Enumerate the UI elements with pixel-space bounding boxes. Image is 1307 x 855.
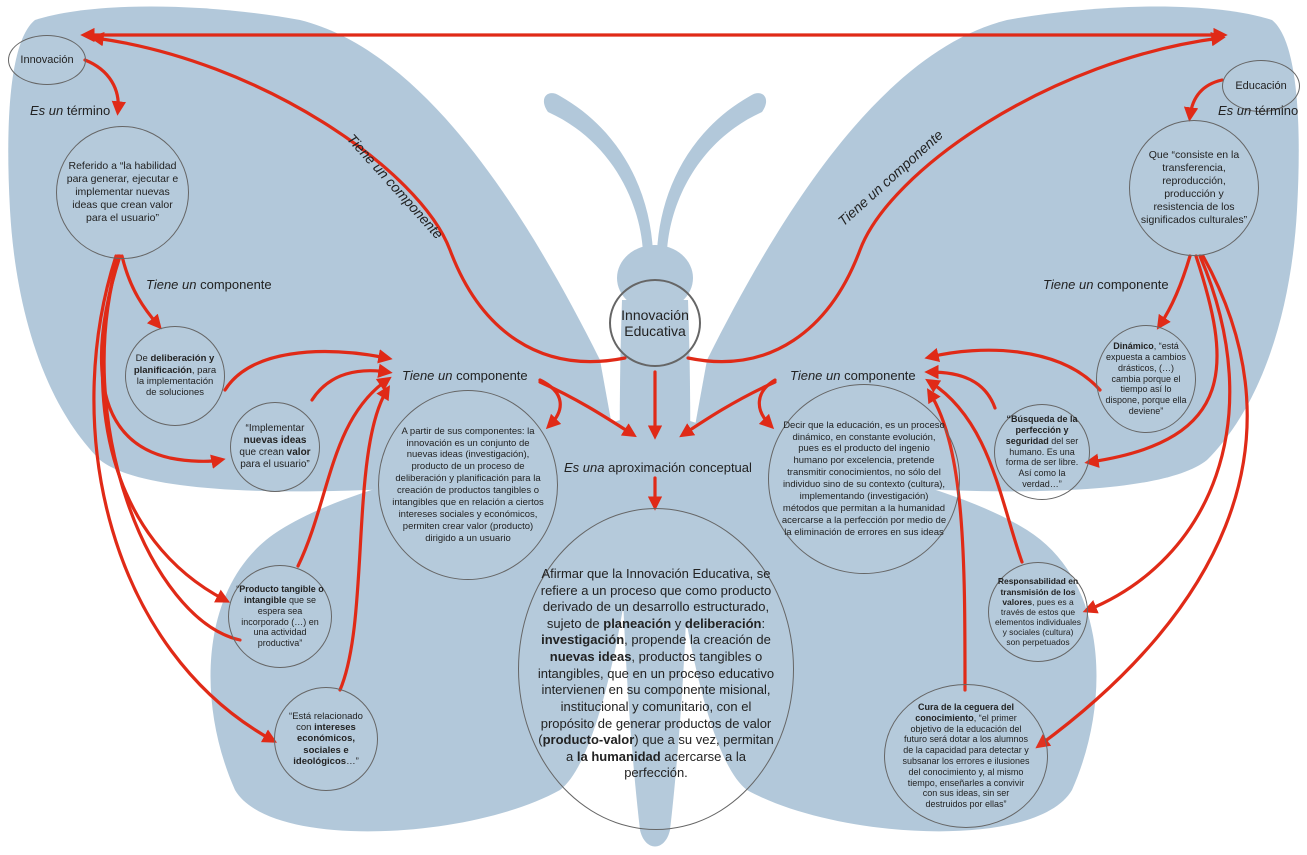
intereses-node: “Está relacionado con intereses económic… (274, 687, 378, 791)
dinamico-node: Dinámico, “está expuesta a cambios drást… (1096, 325, 1196, 433)
innovacion-summary: A partir de sus componentes: la innovaci… (378, 390, 558, 580)
educacion-label: Educación (1235, 80, 1287, 92)
arrow-impl-tc (310, 363, 393, 402)
arrow-rtc-aprox (679, 380, 777, 438)
cura-node: Cura de la ceguera del conocimiento, “el… (884, 684, 1048, 828)
arrow-edef-resp (1082, 254, 1232, 614)
arrow-def-rel (92, 254, 278, 743)
arrow-inn-def (83, 58, 127, 116)
arrow-center-right (686, 31, 1226, 364)
arrow-edu-def (1183, 78, 1224, 122)
right-antenna (657, 93, 767, 252)
innovacion-label: Innovación (20, 54, 74, 66)
producto-node: “Producto tangible o intangible que se e… (228, 565, 332, 668)
deliberacion-node: De deliberación y planificación, para la… (125, 326, 225, 426)
educacion-node: Educación (1222, 60, 1300, 112)
arrow-resp-tc (925, 378, 1024, 564)
tiene-componente-right: Tiene un componente (1043, 277, 1169, 292)
es-un-termino-right: Es un término (1218, 103, 1299, 118)
tiene-componente-mid-left: Tiene un componente (402, 368, 528, 383)
busqueda-node: “Búsqueda de la perfección y seguridad d… (994, 404, 1090, 500)
arrow-def-delib (120, 254, 162, 330)
tiene-componente-mid-right: Tiene un componente (790, 368, 916, 383)
implementar-node: “Implementar nuevas ideas que crean valo… (230, 402, 320, 492)
arrow-prod-tc (296, 376, 392, 568)
arrow-bus-tc (924, 364, 997, 410)
arrow-center-left (89, 32, 627, 364)
innovacion-node: Innovación (8, 35, 86, 85)
arrow-edef-din (1156, 254, 1192, 330)
arrow-edef-bus (1084, 254, 1219, 468)
educacion-definition: Que “consiste en la transferencia, repro… (1129, 120, 1259, 256)
arrow-ltc-aprox (538, 380, 637, 438)
arrows (80, 27, 1249, 749)
conclusion-node: Afirmar que la Innovación Educativa, se … (518, 508, 794, 830)
arrow-delib-tc (223, 349, 393, 392)
arrow-def-rel2 (102, 254, 242, 642)
tiene-componente-left: Tiene un componente (146, 277, 272, 292)
left-antenna (543, 93, 653, 252)
responsabilidad-node: Responsabilidad en transmisión de los va… (988, 562, 1088, 662)
arrow-cura-tc (926, 388, 967, 692)
arrow-din-tc (924, 347, 1102, 392)
arrow-rel-tc (338, 385, 391, 692)
arrow-edef-cura (1035, 254, 1249, 749)
aproximacion-conceptual: Es una aproximación conceptual (564, 460, 752, 475)
innovacion-definition: Referido a “la habilidad para generar, e… (56, 126, 189, 259)
es-un-termino-left: Es un término (30, 103, 111, 118)
educacion-summary: Decir que la educación, es un proceso di… (768, 384, 960, 574)
